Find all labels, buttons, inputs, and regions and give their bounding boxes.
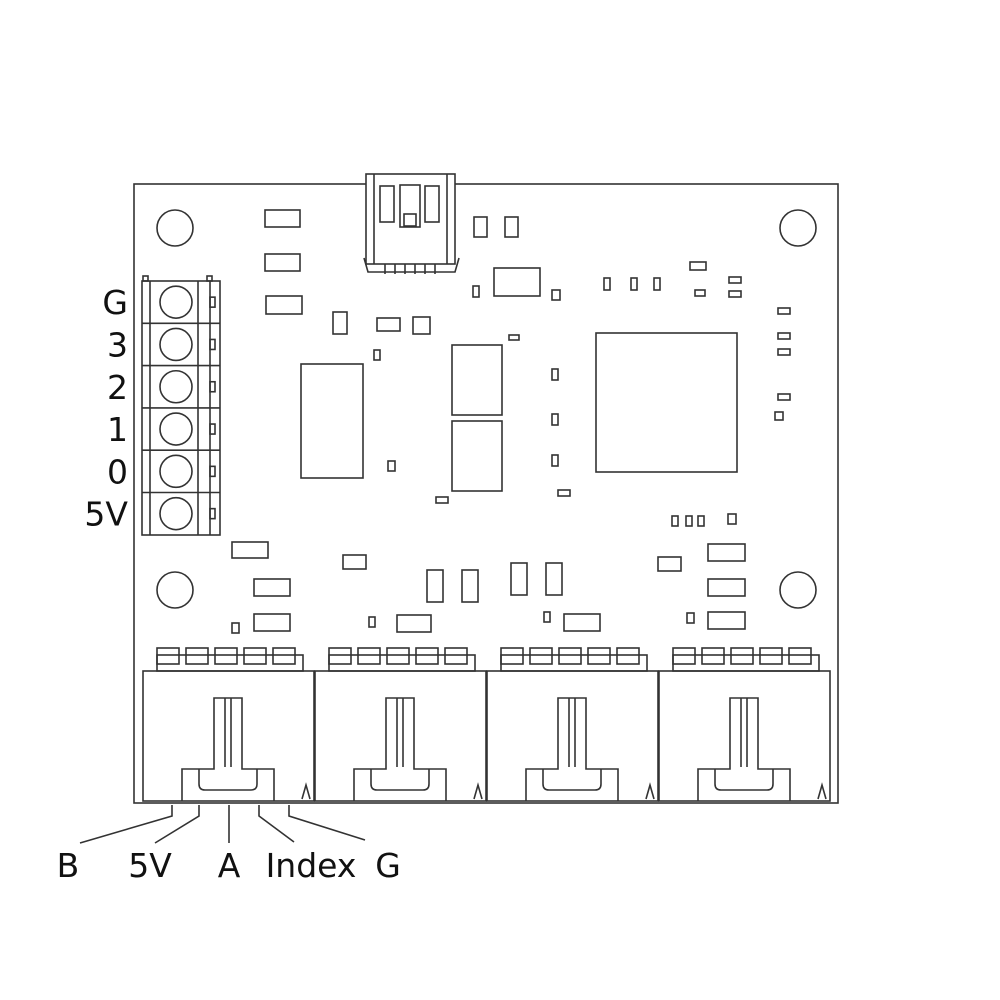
pin-label-g: G xyxy=(375,846,401,885)
terminal-block xyxy=(141,275,221,536)
encoder-connector xyxy=(486,647,659,802)
mounting-hole xyxy=(779,571,817,609)
terminal-label: 3 xyxy=(107,325,128,364)
smd-component xyxy=(376,317,401,332)
smd-component xyxy=(264,253,301,272)
smd-components xyxy=(231,209,791,634)
smd-component xyxy=(253,578,291,597)
pin-label-a: A xyxy=(218,846,241,885)
encoder-connector xyxy=(658,647,831,802)
mounting-hole xyxy=(156,209,194,247)
smd-component xyxy=(545,562,563,596)
encoder-connector xyxy=(314,647,487,802)
mounting-hole xyxy=(779,209,817,247)
smd-component xyxy=(551,368,559,381)
smd-component xyxy=(777,348,791,356)
screw-terminal xyxy=(159,369,193,404)
smd-component xyxy=(689,261,707,271)
terminal-labels: G3 210 5V xyxy=(84,283,128,534)
smd-component xyxy=(473,216,488,238)
terminal-label: 2 xyxy=(107,368,128,407)
smd-component xyxy=(551,413,559,426)
smd-component xyxy=(557,489,571,497)
smd-component xyxy=(264,209,301,228)
smd-component xyxy=(777,393,791,401)
pin-label-index: Index xyxy=(266,846,357,885)
terminal-label: G xyxy=(102,283,128,322)
encoder-connector xyxy=(142,647,315,802)
smd-component xyxy=(671,515,679,527)
smd-component xyxy=(707,611,746,630)
smd-component xyxy=(253,613,291,632)
mounting-hole xyxy=(156,571,194,609)
smd-component xyxy=(412,316,431,335)
smd-component xyxy=(300,363,364,479)
smd-component xyxy=(508,334,520,341)
smd-component xyxy=(342,554,367,570)
smd-component xyxy=(332,311,348,335)
smd-component xyxy=(563,613,601,632)
smd-component xyxy=(504,216,519,238)
screw-terminal xyxy=(159,285,193,319)
smd-component xyxy=(451,420,503,492)
smd-component xyxy=(694,289,706,297)
smd-component xyxy=(543,611,551,623)
smd-component xyxy=(472,285,480,298)
smd-component xyxy=(435,496,449,504)
smd-component xyxy=(368,616,376,628)
screw-terminal xyxy=(159,412,193,446)
terminal-label: 5V xyxy=(84,495,128,534)
smd-component xyxy=(231,622,240,634)
pin-labels: B 5V A Index G xyxy=(57,846,401,885)
smd-component xyxy=(697,515,705,527)
usb-connector xyxy=(363,173,460,274)
smd-component xyxy=(657,556,682,572)
smd-component xyxy=(653,277,661,291)
smd-component xyxy=(426,569,444,603)
board-outline xyxy=(133,183,839,804)
terminal-label: 1 xyxy=(107,410,128,449)
pin-label-5v: 5V xyxy=(128,846,172,885)
smd-component xyxy=(551,454,559,467)
smd-component xyxy=(727,513,737,525)
smd-component xyxy=(231,541,269,559)
smd-component xyxy=(777,307,791,315)
screw-terminal xyxy=(159,327,193,362)
smd-component xyxy=(728,290,742,298)
pin-leader-lines xyxy=(79,805,366,844)
smd-component xyxy=(630,277,638,291)
smd-component xyxy=(603,277,611,291)
mounting-holes xyxy=(156,209,817,609)
encoder-connectors xyxy=(142,647,831,802)
smd-component xyxy=(707,543,746,562)
smd-component xyxy=(265,295,303,315)
smd-component xyxy=(461,569,479,603)
smd-component xyxy=(685,515,693,527)
terminal-label: 0 xyxy=(107,452,128,491)
screw-terminal xyxy=(159,496,193,531)
smd-component xyxy=(451,344,503,416)
smd-component xyxy=(493,267,541,297)
smd-component xyxy=(686,612,695,624)
smd-component xyxy=(728,276,742,284)
smd-component xyxy=(777,332,791,340)
smd-component xyxy=(387,460,396,472)
smd-component xyxy=(551,289,561,301)
smd-component xyxy=(595,332,738,473)
smd-component xyxy=(396,614,432,633)
smd-component xyxy=(510,562,528,596)
screw-terminal xyxy=(159,454,193,489)
pin-label-b: B xyxy=(57,846,80,885)
smd-component xyxy=(774,411,784,421)
smd-component xyxy=(373,349,381,361)
smd-component xyxy=(707,578,746,597)
